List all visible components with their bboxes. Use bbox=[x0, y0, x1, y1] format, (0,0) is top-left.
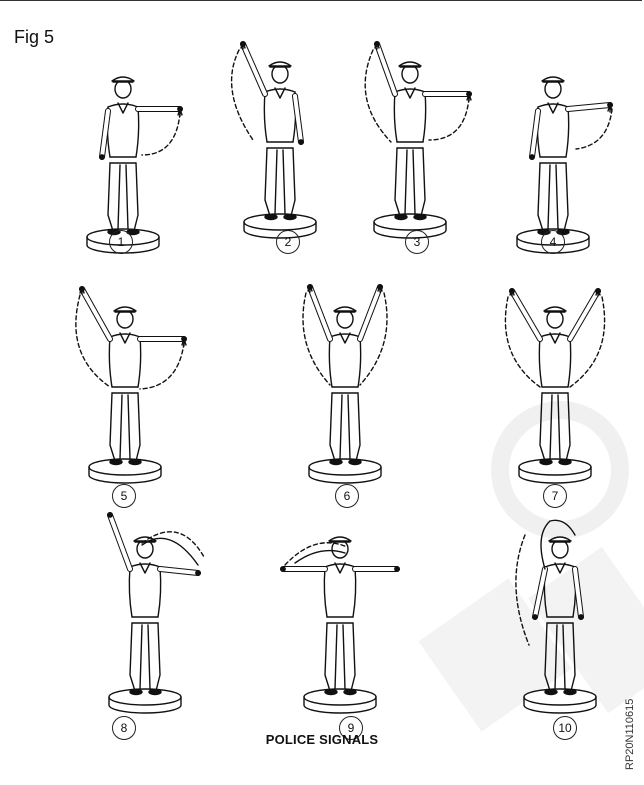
figure-code: RP20N110615 bbox=[624, 699, 636, 770]
signal-panel-6 bbox=[280, 275, 410, 485]
officer-figure-10 bbox=[495, 505, 625, 715]
signal-panel-7 bbox=[490, 275, 620, 485]
signal-panel-3 bbox=[345, 30, 475, 240]
figure-caption: POLICE SIGNALS bbox=[0, 732, 644, 747]
officer-figure-7 bbox=[490, 275, 620, 485]
officer-figure-6 bbox=[280, 275, 410, 485]
officer-figure-1 bbox=[58, 45, 188, 255]
officer-figure-9 bbox=[275, 505, 405, 715]
signal-panel-4 bbox=[488, 45, 618, 255]
signal-panel-9 bbox=[275, 505, 405, 715]
signal-panel-8 bbox=[80, 505, 210, 715]
signal-panel-1 bbox=[58, 45, 188, 255]
signal-number-2: 2 bbox=[276, 230, 300, 254]
officer-figure-4 bbox=[488, 45, 618, 255]
signal-number-3: 3 bbox=[405, 230, 429, 254]
signal-panel-2 bbox=[215, 30, 345, 240]
signal-number-4: 4 bbox=[541, 230, 565, 254]
signal-number-1: 1 bbox=[109, 230, 133, 254]
officer-figure-2 bbox=[215, 30, 345, 240]
figure-label: Fig 5 bbox=[14, 27, 54, 48]
officer-figure-5 bbox=[60, 275, 190, 485]
officer-figure-8 bbox=[80, 505, 210, 715]
officer-figure-3 bbox=[345, 30, 475, 240]
signal-panel-5 bbox=[60, 275, 190, 485]
signal-panel-10 bbox=[495, 505, 625, 715]
